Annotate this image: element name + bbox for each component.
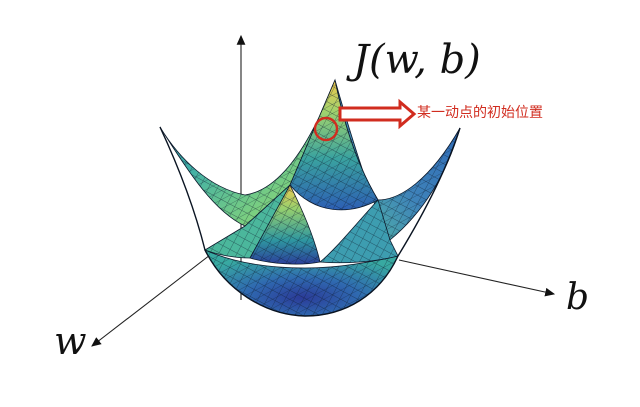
b-axis-line xyxy=(398,259,556,297)
b-axis-label: b xyxy=(566,277,590,318)
initial-position-annotation: 某一动点的初始位置 xyxy=(417,105,543,121)
function-label: J(w, b) xyxy=(353,37,481,83)
annotation-arrow xyxy=(338,98,417,130)
w-axis-line xyxy=(91,254,211,347)
w-axis-label: w xyxy=(54,319,87,363)
initial-point-marker xyxy=(313,116,339,142)
cost-function-surface xyxy=(159,78,461,317)
